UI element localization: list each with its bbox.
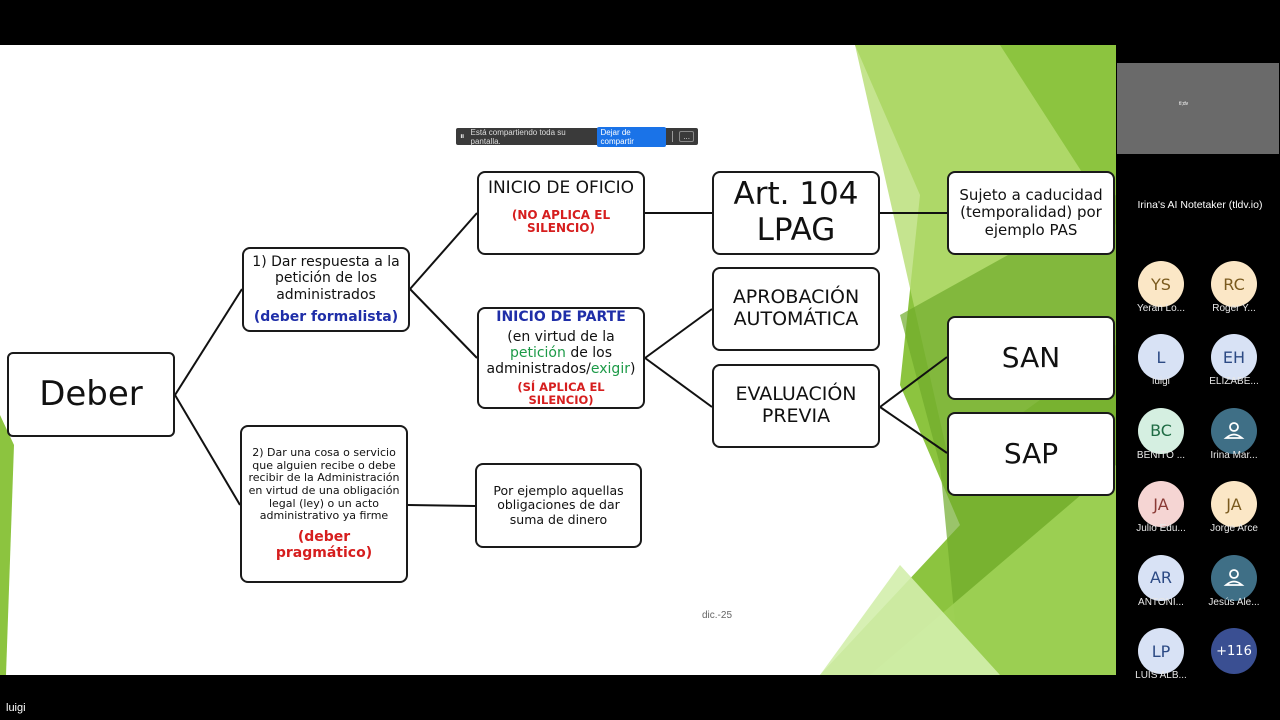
node-deber-label: Deber xyxy=(39,373,143,414)
participant-name: Roger Y... xyxy=(1212,303,1256,314)
node-art-104-line1: Art. 104 xyxy=(733,176,859,213)
node-inicio-parte: INICIO DE PARTE (en virtud de la petició… xyxy=(477,307,645,409)
node-evaluacion-previa: EVALUACIÓN PREVIA xyxy=(712,364,880,448)
participant-name: luigi xyxy=(1152,376,1170,388)
participant-avatar[interactable]: AR xyxy=(1138,554,1184,601)
node-respuesta-peticion: 1) Dar respuesta a la petición de los ad… xyxy=(242,247,410,332)
share-message: Está compartiendo toda su pantalla. xyxy=(470,127,566,146)
node-sap: SAP xyxy=(947,412,1115,496)
participant-name: BENITO ... xyxy=(1136,449,1186,461)
node-art-104-line2: LPAG xyxy=(756,212,836,248)
parte-text-2: de los administrados/ xyxy=(486,344,613,377)
participant-name: Irina Mar... xyxy=(1210,449,1258,461)
node-respuesta-text: 1) Dar respuesta a la petición de los ad… xyxy=(252,254,400,303)
node-sujeto-text: Sujeto a caducidad (temporalidad) por ej… xyxy=(959,186,1103,239)
node-inicio-oficio: INICIO DE OFICIO (NO APLICA EL SILENCIO) xyxy=(477,171,645,255)
parte-text-3: ) xyxy=(629,360,636,377)
node-deber: Deber xyxy=(7,352,175,437)
node-inicio-parte-note: (SÍ APLICA EL SILENCIO) xyxy=(517,379,605,408)
parte-text-peticion: petición xyxy=(509,344,566,361)
participant-name: ANTONI... xyxy=(1138,596,1184,608)
screen-share-bar: ⏸ Está compartiendo toda su pantalla. De… xyxy=(456,126,698,147)
node-sujeto-caducidad: Sujeto a caducidad (temporalidad) por ej… xyxy=(947,171,1115,255)
connector-lines xyxy=(174,212,948,507)
participant-avatar[interactable]: +116 xyxy=(1211,628,1257,674)
shared-slide: Deber 1) Dar respuesta a la petición de … xyxy=(0,45,1116,675)
slide-date: dic.-25 xyxy=(702,610,733,621)
person-icon[interactable] xyxy=(1211,554,1257,601)
participant-avatar[interactable]: EH xyxy=(1211,334,1257,381)
node-art-104: Art. 104 LPAG xyxy=(712,171,880,255)
participant-name: Jesús Ale... xyxy=(1208,596,1260,608)
node-inicio-parte-title: INICIO DE PARTE xyxy=(496,308,626,325)
participant-avatar[interactable]: LP xyxy=(1138,628,1184,674)
participant-avatar[interactable]: RC xyxy=(1211,261,1257,307)
node-aprobacion-automatica: APROBACIÓN AUTOMÁTICA xyxy=(712,267,880,351)
presenter-thumbnail-logo: tl;dv xyxy=(1179,101,1189,107)
participant-name: ELIZABE... xyxy=(1209,376,1259,388)
person-icon[interactable] xyxy=(1211,407,1257,454)
node-dar-cosa: 2) Dar una cosa o servicio que alguien r… xyxy=(240,425,408,583)
stop-sharing-button[interactable]: Dejar de compartir xyxy=(596,126,667,147)
node-sap-label: SAP xyxy=(1003,436,1059,470)
node-dar-cosa-tag: (deber pragmático) xyxy=(275,528,373,561)
node-respuesta-tag: (deber formalista) xyxy=(253,308,399,325)
participant-avatar[interactable]: JA xyxy=(1211,481,1257,528)
participant-name: Yeran Lo... xyxy=(1136,303,1185,314)
participant-name: LUIS ALB... xyxy=(1135,670,1187,681)
parte-text-exigir: exigir xyxy=(590,360,630,377)
node-evaluacion-text: EVALUACIÓN PREVIA xyxy=(735,383,857,427)
participant-name: Jorge Arce xyxy=(1210,523,1258,535)
node-san-label: SAN xyxy=(1001,340,1061,374)
node-aprobacion-text: APROBACIÓN AUTOMÁTICA xyxy=(732,286,860,330)
notetaker-name: Irina's AI Notetaker (tldv.io) xyxy=(1137,199,1263,211)
participant-avatar[interactable]: YS xyxy=(1138,261,1184,307)
participant-avatar[interactable]: BC xyxy=(1138,407,1184,454)
participant-name: Julio Edu... xyxy=(1136,523,1186,535)
node-dar-cosa-text: 2) Dar una cosa o servicio que alguien r… xyxy=(248,445,400,523)
share-bar-divider xyxy=(672,131,674,142)
node-san: SAN xyxy=(947,316,1115,400)
self-name-label: luigi xyxy=(6,702,26,714)
node-ejemplo-text: Por ejemplo aquellas obligaciones de dar… xyxy=(493,482,624,527)
presenter-thumbnail[interactable]: tl;dv xyxy=(1117,63,1279,154)
node-inicio-oficio-note: (NO APLICA EL SILENCIO) xyxy=(511,207,611,236)
participant-avatar[interactable]: L xyxy=(1138,334,1184,381)
node-inicio-oficio-title: INICIO DE OFICIO xyxy=(487,178,635,198)
share-more-button[interactable]: ... xyxy=(679,131,694,142)
node-ejemplo: Por ejemplo aquellas obligaciones de dar… xyxy=(475,463,642,548)
node-inicio-parte-text: (en virtud de la petición de los adminis… xyxy=(483,329,639,377)
participant-avatar[interactable]: JA xyxy=(1138,481,1184,528)
share-pause-icon[interactable]: ⏸ xyxy=(460,131,465,141)
parte-text-1: (en virtud de la xyxy=(507,328,615,345)
